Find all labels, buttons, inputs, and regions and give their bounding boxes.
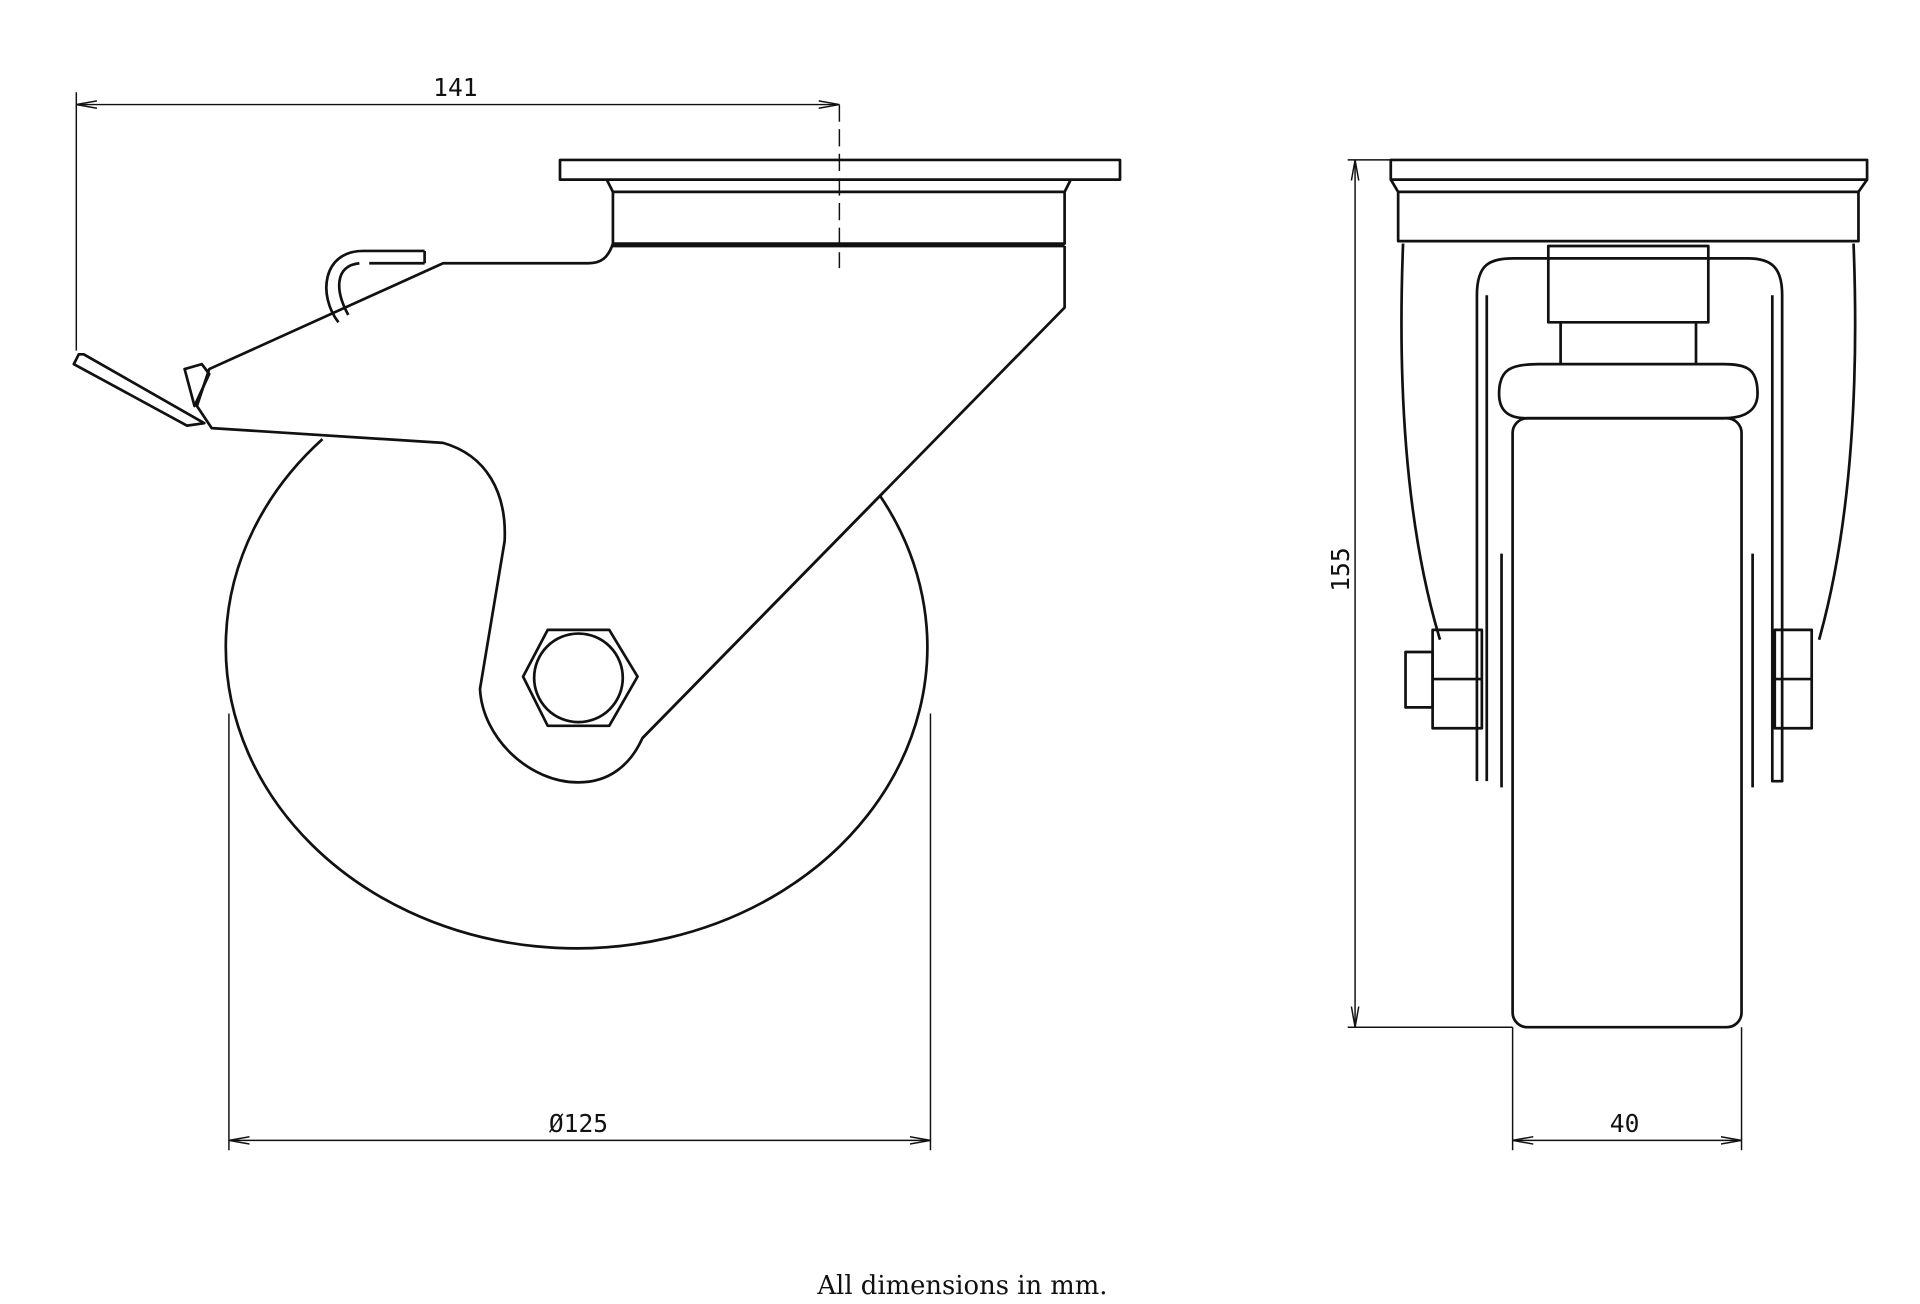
king-pin-block <box>1546 244 1710 324</box>
wheel-outline <box>224 438 929 950</box>
height-label: 155 <box>1326 547 1355 591</box>
fork-inner-edge <box>641 491 885 740</box>
width-label: 40 <box>1610 1109 1640 1138</box>
front-neck <box>1389 178 1869 243</box>
axle-nuts <box>1404 628 1814 730</box>
wheel-diameter-label: Ø125 <box>549 1109 608 1138</box>
front-housing <box>1400 243 1857 641</box>
front-view <box>1389 158 1869 1029</box>
fork-body <box>195 243 1066 784</box>
dimension-height: 155 <box>1326 159 1513 1028</box>
wheel-hub-lines <box>1500 553 1754 788</box>
offset-label: 141 <box>433 73 477 102</box>
brake-lever-hook <box>325 249 426 324</box>
side-view <box>72 104 1122 950</box>
axle-bolt <box>532 632 625 724</box>
front-top-plate <box>1389 158 1869 181</box>
axle-hex-nut <box>521 628 639 728</box>
dimension-offset: 141 <box>75 73 840 351</box>
dimension-width: 40 <box>1511 1027 1743 1151</box>
front-wheel <box>1511 416 1743 1029</box>
brake-shoe <box>1497 322 1759 420</box>
brake-pedal <box>72 352 211 427</box>
units-caption: All dimensions in mm. <box>816 1271 1107 1301</box>
dimension-wheel-diameter: Ø125 <box>228 713 932 1151</box>
fork-legs <box>1475 256 1784 783</box>
